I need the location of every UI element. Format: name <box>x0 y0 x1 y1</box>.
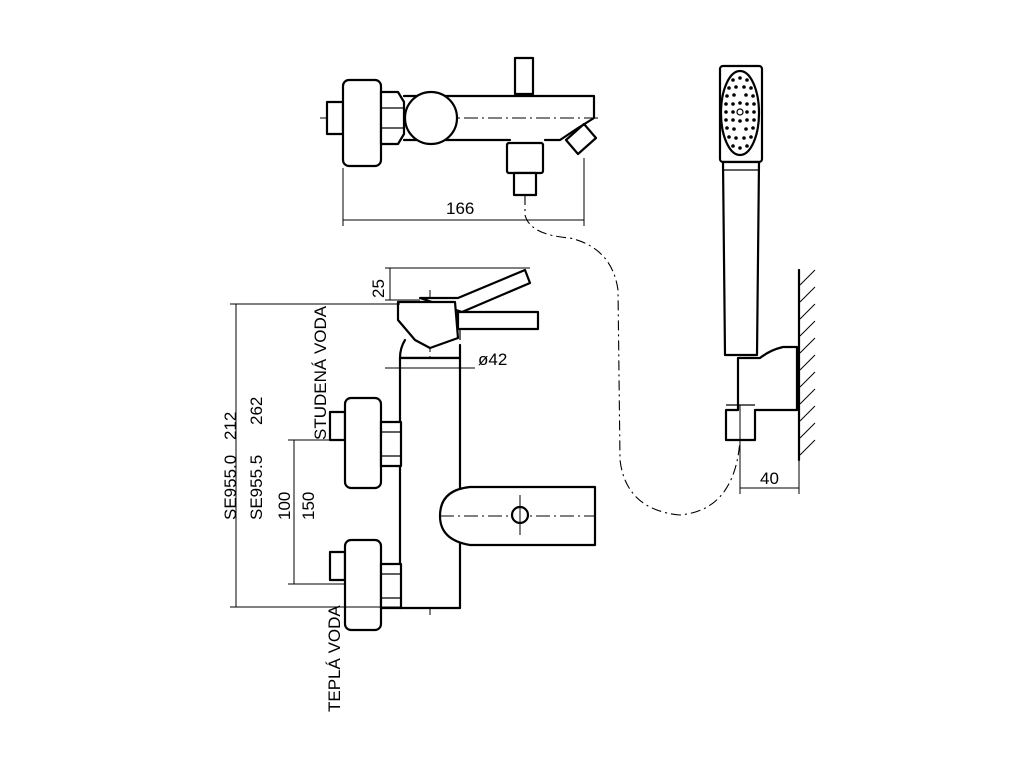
dim-212: 212 <box>221 412 240 440</box>
dim-262: 262 <box>247 397 266 425</box>
wall-hatching <box>799 269 816 456</box>
shower-nozzles <box>724 76 756 150</box>
dim-42: ø42 <box>478 350 507 369</box>
side-view: 25 ø42 212 262 SE955.0 SE955.5 100 150 S… <box>221 267 597 712</box>
dim-150: 150 <box>299 492 318 520</box>
label-hot-water: TEPLÁ VODA <box>325 605 344 712</box>
model-se9550: SE955.0 <box>221 455 240 520</box>
model-se9555: SE955.5 <box>247 455 266 520</box>
dim-166: 166 <box>446 199 474 218</box>
dim-100: 100 <box>275 492 294 520</box>
label-cold-water: STUDENÁ VODA <box>311 305 330 440</box>
top-view: 166 <box>320 56 600 226</box>
dim-25: 25 <box>369 279 388 298</box>
hand-shower: 40 <box>718 64 816 494</box>
hose-path <box>524 195 741 516</box>
dim-40: 40 <box>760 469 779 488</box>
